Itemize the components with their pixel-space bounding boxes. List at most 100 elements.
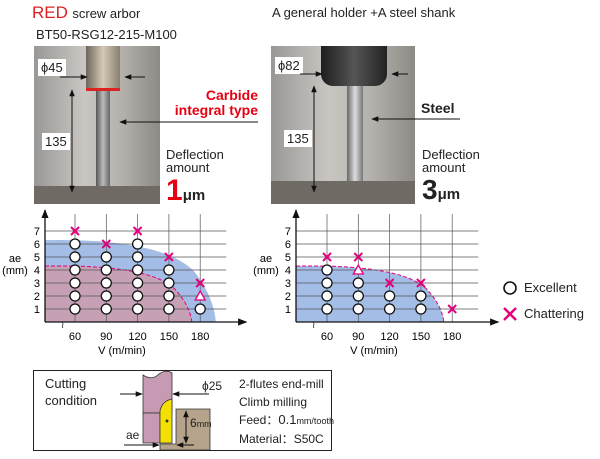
tool-type: 2-flutes end-mill — [239, 377, 324, 391]
x-axis-label: V (m/min) — [350, 345, 398, 357]
y-axis-label: ae — [260, 253, 272, 265]
legend-chattering-icon — [503, 307, 517, 321]
right-length-label: 135 — [284, 130, 312, 147]
point-excellent — [100, 264, 112, 276]
feed-unit: mm/tooth — [296, 416, 334, 426]
conventional-zone — [45, 265, 192, 322]
deflection-line1: Deflection — [422, 147, 480, 162]
depth-value: 6 — [190, 416, 197, 430]
material-label: Material： — [239, 432, 294, 446]
x-stroke — [447, 304, 457, 314]
x-stroke — [416, 278, 426, 288]
point-excellent — [69, 251, 81, 263]
legend-chattering: Chattering — [524, 306, 584, 321]
material: Material：S50C — [239, 430, 334, 448]
y-tick-label: 7 — [285, 226, 291, 238]
x-tick-label: 180 — [443, 331, 461, 343]
y-tick-label: 2 — [285, 291, 291, 303]
point-chattering — [416, 278, 426, 288]
deflection-line1: Deflection — [166, 147, 224, 162]
model-number: BT50-RSG12-215-M100 — [36, 27, 177, 42]
x-tick-label: 150 — [412, 331, 430, 343]
workpiece — [271, 181, 415, 204]
point-excellent — [131, 303, 144, 315]
feed-label: Feed： — [239, 413, 279, 427]
cutting-diagram — [120, 371, 211, 450]
point-chattering — [353, 252, 364, 262]
x-tick-label: 60 — [69, 331, 81, 343]
point-chattering — [70, 226, 80, 236]
arbor-holder — [86, 46, 120, 91]
condition-details: 2-flutes end-mill Climb milling Feed：0.1… — [239, 375, 334, 448]
x-stroke — [195, 278, 205, 288]
left-deflection-value: 1μm — [166, 174, 205, 208]
point-excellent — [163, 264, 175, 276]
x-stroke — [132, 226, 143, 236]
y-axis-label: ae — [9, 253, 21, 265]
point-excellent — [100, 290, 112, 302]
point-excellent — [131, 264, 144, 276]
steel-label: Steel — [421, 100, 455, 116]
cutting-condition-box: Cutting condition ϕ25 6mm ae 2-flutes en… — [33, 370, 334, 451]
deflection-unit: μm — [437, 186, 461, 203]
deflection-number: 1 — [166, 174, 183, 207]
point-excellent — [163, 290, 175, 302]
carbide-label: Carbide integral type — [160, 88, 258, 118]
y-axis-label-unit: (mm) — [2, 265, 28, 277]
y-tick-label: 6 — [34, 239, 40, 251]
point-excellent — [69, 290, 81, 302]
point-excellent — [415, 303, 427, 315]
carbide-label-line2: integral type — [174, 102, 258, 118]
x-tick-label: 90 — [352, 331, 364, 343]
depth-label: 6mm — [190, 416, 212, 430]
point-fair — [194, 289, 207, 301]
point-excellent — [352, 277, 364, 289]
right-title: A general holder +A steel shank — [272, 5, 456, 20]
x-stroke — [322, 252, 332, 262]
carbide-shank — [96, 91, 110, 204]
right-deflection-label: Deflection amount — [422, 148, 480, 174]
left-title: RED screw arbor — [32, 3, 140, 23]
deflection-line2: amount — [166, 160, 210, 175]
point-excellent — [131, 290, 144, 302]
point-excellent — [100, 277, 112, 289]
y-tick-label: 4 — [285, 265, 291, 277]
point-excellent — [69, 238, 81, 250]
y-tick-label: 5 — [34, 252, 40, 264]
point-excellent — [69, 264, 81, 276]
left-diameter-label: ϕ45 — [38, 59, 66, 76]
point-excellent — [194, 303, 206, 315]
deflection-unit: μm — [182, 187, 206, 204]
point-chattering — [195, 278, 205, 288]
dimension-arrows — [60, 71, 460, 193]
point-chattering — [384, 278, 395, 288]
point-fair — [352, 263, 365, 275]
point-chattering — [164, 252, 174, 262]
point-excellent — [352, 290, 364, 302]
x-stroke — [70, 226, 80, 236]
cutting-condition-title: Cutting condition — [45, 375, 97, 409]
y-tick-label: 3 — [285, 278, 291, 290]
left-deflection-label: Deflection amount — [166, 148, 224, 174]
x-axis-label: V (m/min) — [98, 345, 146, 357]
axis-break: ≀ — [312, 320, 315, 330]
legend-excellent-icon — [503, 281, 517, 295]
carbide-label-line1: Carbide — [205, 87, 258, 103]
point-excellent — [69, 277, 81, 289]
y-tick-label: 7 — [34, 226, 40, 238]
x-stroke — [164, 252, 174, 262]
holder-body — [321, 46, 387, 86]
point-excellent — [383, 303, 396, 315]
point-chattering — [132, 226, 143, 236]
deflection-number: 3 — [422, 174, 438, 205]
point-excellent — [131, 238, 144, 250]
point-excellent — [131, 251, 144, 263]
point-excellent — [321, 303, 333, 315]
brand-suffix: screw arbor — [72, 6, 141, 21]
x-tick-label: 180 — [191, 331, 209, 343]
ae-label: ae — [126, 428, 140, 442]
point-excellent — [321, 264, 333, 276]
condition-title-line2: condition — [45, 393, 98, 408]
